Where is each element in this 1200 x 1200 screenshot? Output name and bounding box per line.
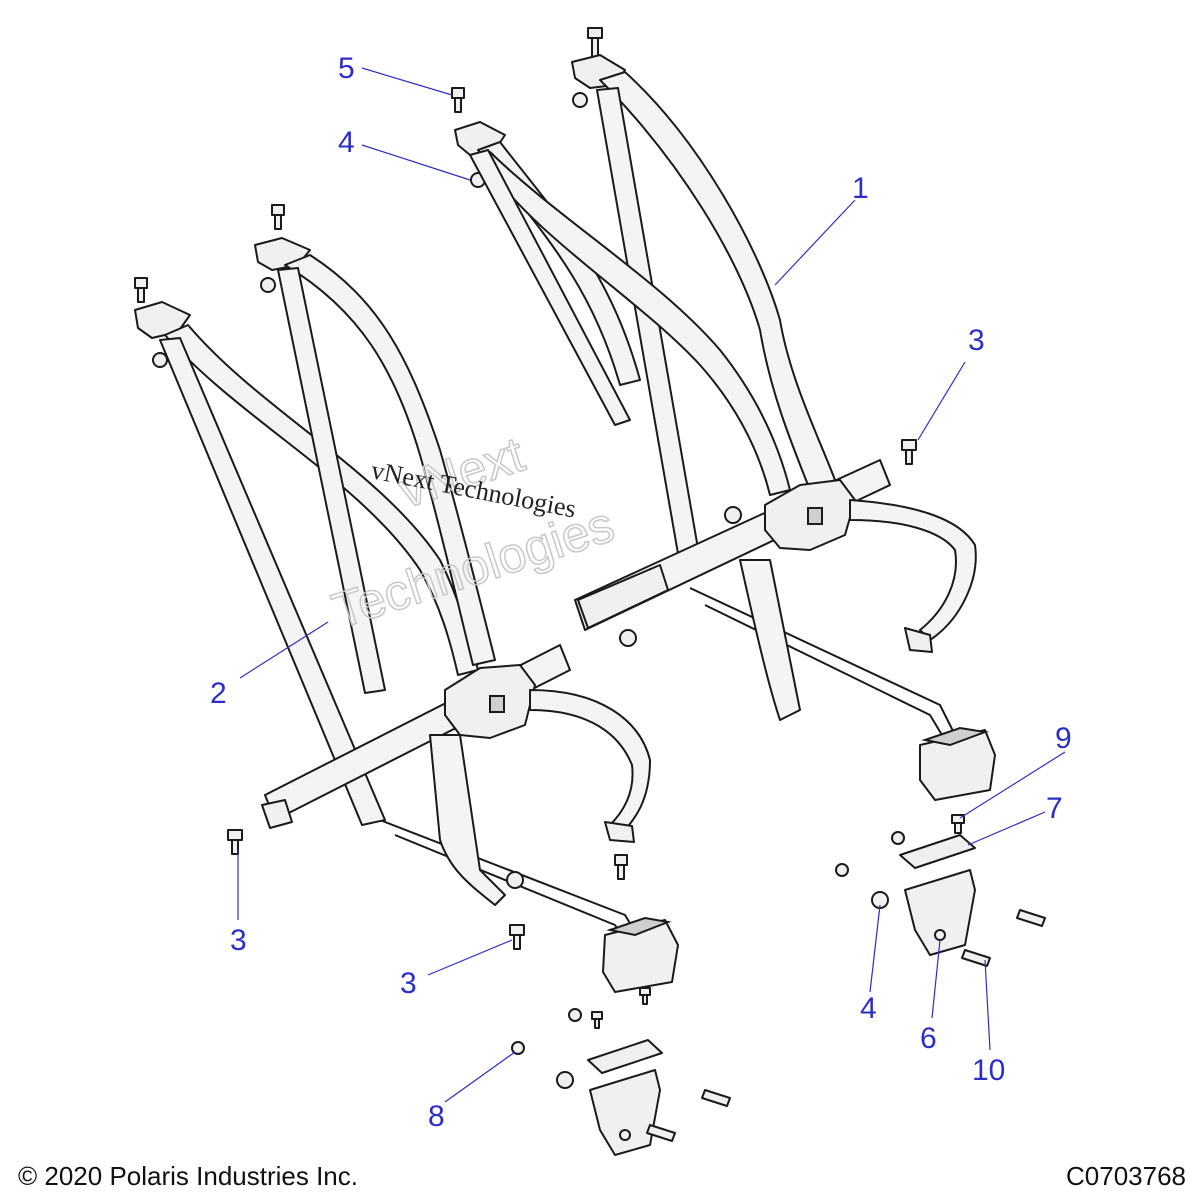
left-retractor bbox=[602, 919, 679, 993]
callouts: 1 2 3 3 3 4 4 5 6 7 8 9 10 bbox=[210, 52, 1072, 1133]
callout-8: 8 bbox=[428, 1100, 445, 1133]
left-nut-small-1 bbox=[568, 1008, 582, 1022]
right-lower-strap bbox=[739, 559, 801, 721]
leader-3-center bbox=[427, 939, 513, 976]
left-tongue-strap bbox=[529, 689, 651, 836]
bolt-3-right bbox=[901, 439, 917, 465]
right-bracket-hole bbox=[934, 929, 946, 941]
right-bracket-6 bbox=[904, 869, 976, 956]
leader-3-right bbox=[917, 361, 966, 441]
left-bolt-a bbox=[701, 1089, 731, 1107]
left-bracket-plate bbox=[587, 1039, 663, 1074]
figure-code: C0703768 bbox=[1066, 1161, 1186, 1191]
left-screw-2 bbox=[639, 987, 651, 1005]
left-top-bolt-2 bbox=[271, 204, 285, 230]
right-buckle-logo bbox=[807, 507, 823, 525]
right-bolt-10b bbox=[1016, 909, 1046, 927]
left-end-connector bbox=[261, 799, 293, 829]
callout-10: 10 bbox=[972, 1054, 1005, 1087]
bolt-3-left bbox=[227, 829, 243, 855]
left-top-bolt bbox=[134, 277, 148, 303]
left-vertical-strap bbox=[159, 337, 386, 826]
right-retractor bbox=[919, 729, 996, 801]
left-retractor-top bbox=[606, 916, 672, 937]
right-frame-tube bbox=[689, 587, 956, 741]
left-top-nut-2 bbox=[260, 277, 276, 293]
right-bolt-10a bbox=[961, 949, 991, 967]
center-strap-b bbox=[489, 151, 791, 496]
callout-5: 5 bbox=[338, 52, 355, 85]
leader-4-top bbox=[361, 144, 471, 181]
grommet-mid-2 bbox=[619, 629, 637, 647]
right-nut-small-1 bbox=[835, 863, 849, 877]
left-shoulder-strap-2 bbox=[284, 254, 496, 666]
callout-3-center: 3 bbox=[400, 967, 417, 1000]
left-vertical-strap-2 bbox=[277, 267, 386, 694]
leader-1 bbox=[774, 199, 856, 286]
left-tongue-end bbox=[604, 821, 635, 843]
center-connector bbox=[577, 564, 669, 629]
grommet-mid-3 bbox=[506, 871, 524, 889]
callout-9: 9 bbox=[1055, 722, 1072, 755]
right-bracket-plate-7 bbox=[899, 834, 976, 869]
left-bracket bbox=[589, 1069, 661, 1156]
right-screw-9 bbox=[951, 814, 965, 834]
bolt-3-center bbox=[509, 924, 525, 950]
leader-2 bbox=[239, 621, 329, 679]
callout-3-left: 3 bbox=[230, 924, 247, 957]
callout-7: 7 bbox=[1046, 792, 1063, 825]
callout-4-top: 4 bbox=[338, 126, 355, 159]
right-top-bolt bbox=[587, 27, 603, 59]
callout-1: 1 bbox=[852, 172, 869, 205]
callout-6: 6 bbox=[920, 1022, 937, 1055]
right-retractor-top bbox=[921, 726, 989, 747]
left-grommet bbox=[556, 1071, 574, 1089]
leader-6 bbox=[931, 939, 941, 1019]
bolt-lower-mid bbox=[614, 854, 628, 880]
left-top-nut bbox=[152, 352, 168, 368]
left-belt-assembly bbox=[134, 204, 679, 993]
nut-8 bbox=[511, 1041, 525, 1055]
left-buckle-logo bbox=[489, 695, 505, 713]
right-nut-small-2 bbox=[891, 831, 905, 845]
copyright-text: © 2020 Polaris Industries Inc. bbox=[18, 1161, 358, 1191]
callout-4-right: 4 bbox=[860, 992, 877, 1025]
grommet-mid-1 bbox=[724, 506, 742, 524]
callout-2: 2 bbox=[210, 677, 227, 710]
leader-9 bbox=[959, 751, 1066, 819]
leader-4-right bbox=[869, 904, 881, 993]
leader-lines bbox=[237, 67, 1066, 1103]
left-bracket-hole bbox=[619, 1129, 631, 1141]
right-tongue-end bbox=[904, 627, 933, 653]
center-top-bolt bbox=[451, 87, 465, 113]
leader-8 bbox=[444, 1051, 516, 1103]
leader-5 bbox=[361, 67, 453, 96]
hardware bbox=[227, 439, 1046, 1156]
callout-3-right: 3 bbox=[968, 324, 985, 357]
leader-10 bbox=[984, 959, 991, 1051]
center-strap-v bbox=[469, 149, 631, 426]
right-tongue-strap bbox=[849, 499, 977, 641]
left-bolt-b bbox=[646, 1124, 676, 1142]
leader-7 bbox=[967, 811, 1046, 846]
left-screw-1 bbox=[591, 1011, 603, 1029]
left-lower-strap bbox=[429, 734, 506, 906]
right-top-nut bbox=[572, 92, 588, 108]
